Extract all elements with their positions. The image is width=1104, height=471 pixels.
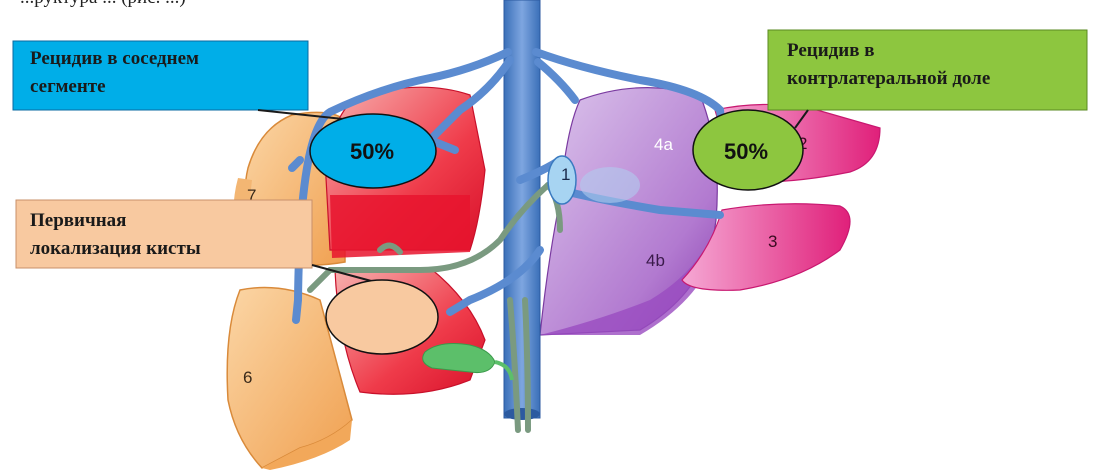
- adjacent-percent: 50%: [350, 139, 394, 164]
- contralateral-percent: 50%: [724, 139, 768, 164]
- primary-callout-line1: Первичная: [30, 210, 126, 232]
- segment-6-label: 6: [243, 368, 252, 387]
- callout-contralateral-lobe: 50%: [693, 30, 1087, 190]
- adjacent-callout-line2: сегменте: [30, 76, 106, 98]
- segment-4b-label: 4b: [646, 251, 665, 270]
- segment-1-label: 1: [561, 165, 570, 184]
- segment-3-label: 3: [768, 232, 777, 251]
- primary-callout-line2: локализация кисты: [30, 238, 201, 260]
- contralateral-callout-line1: Рецидив в: [787, 40, 875, 62]
- contralateral-callout-line2: контрлатеральной доле: [787, 68, 990, 90]
- adjacent-callout-line1: Рецидив в соседнем: [30, 48, 199, 70]
- segment-4a-label: 4a: [654, 135, 673, 154]
